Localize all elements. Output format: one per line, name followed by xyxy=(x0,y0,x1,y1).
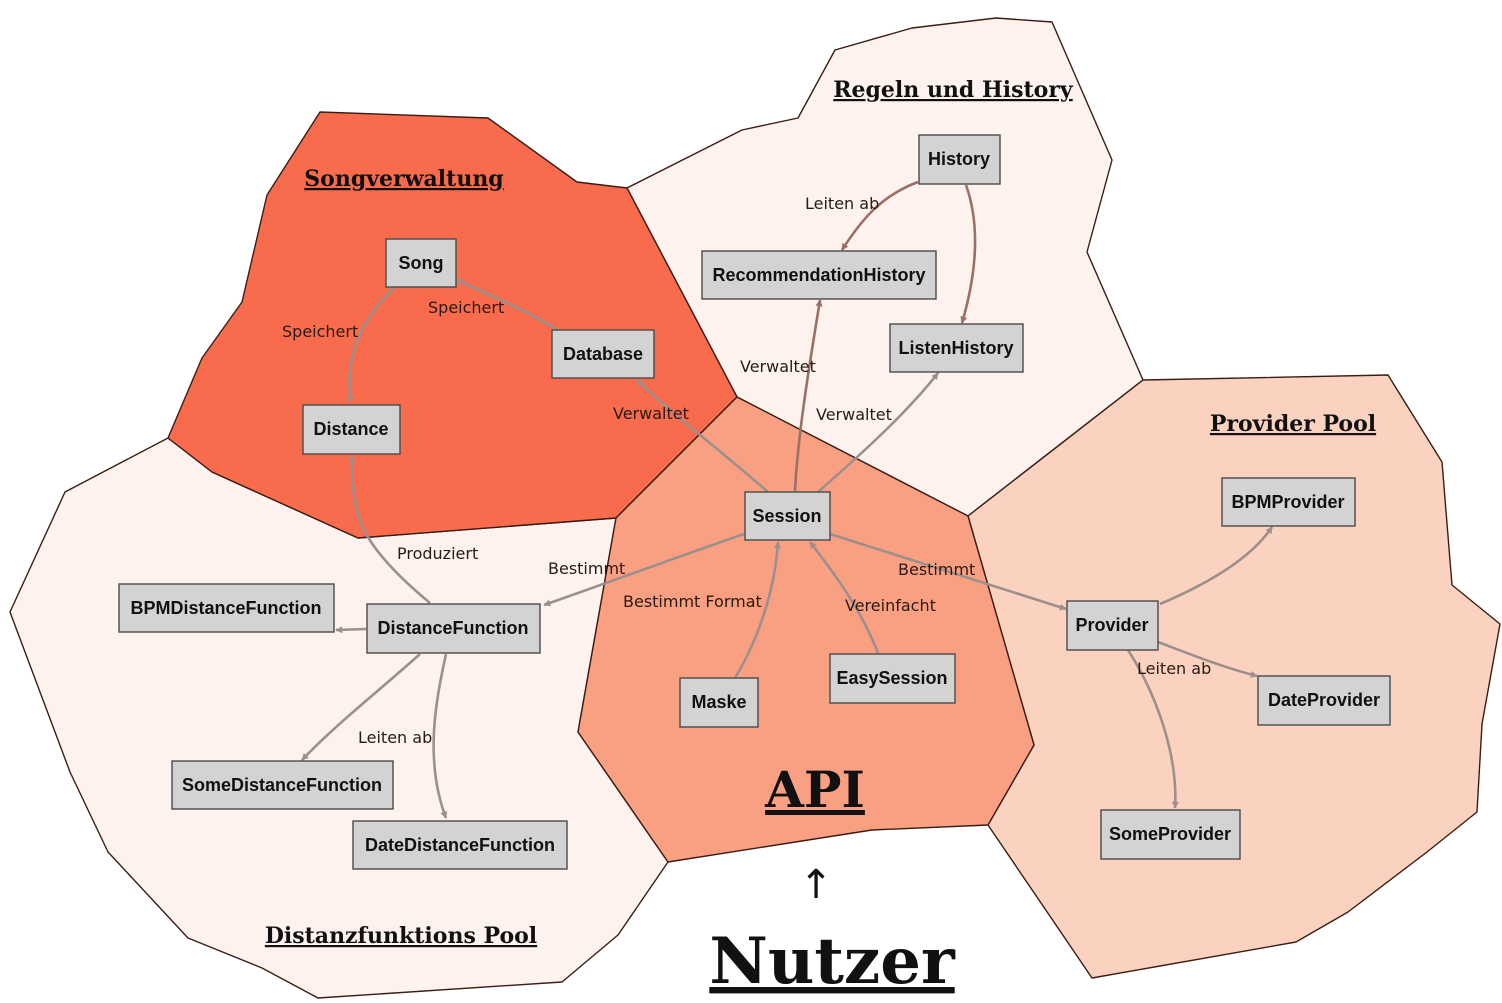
group-title-songverwaltung: Songverwaltung xyxy=(304,166,503,192)
svg-text:DistanceFunction: DistanceFunction xyxy=(377,618,528,638)
node-some-provider[interactable]: SomeProvider xyxy=(1100,809,1241,860)
nutzer-label: Nutzer xyxy=(709,924,956,999)
node-date-provider[interactable]: DateProvider xyxy=(1257,675,1391,726)
edge-session-reco xyxy=(793,299,823,492)
edge-distfn-date xyxy=(432,653,448,819)
node-database[interactable]: Database xyxy=(551,329,655,379)
edge-history-listen xyxy=(960,184,977,324)
svg-text:SomeDistanceFunction: SomeDistanceFunction xyxy=(182,775,382,795)
svg-text:BPMDistanceFunction: BPMDistanceFunction xyxy=(130,598,321,618)
svg-text:DateDistanceFunction: DateDistanceFunction xyxy=(365,835,555,855)
node-date-distance-function[interactable]: DateDistanceFunction xyxy=(352,820,568,870)
svg-text:Distance: Distance xyxy=(313,419,388,439)
edge-easysession-session xyxy=(808,541,880,654)
node-song[interactable]: Song xyxy=(385,238,457,288)
svg-text:Maske: Maske xyxy=(691,692,746,712)
node-recommendation-history[interactable]: RecommendationHistory xyxy=(701,250,937,300)
group-title-api: API xyxy=(764,760,865,819)
node-bpm-distance-function[interactable]: BPMDistanceFunction xyxy=(118,583,335,633)
edge-session-database xyxy=(636,379,769,493)
edge-label-distfn-sub: Leiten ab xyxy=(358,728,432,747)
edge-label-session-listen: Verwaltet xyxy=(816,405,892,424)
edge-session-provider xyxy=(829,532,1067,611)
node-listen-history[interactable]: ListenHistory xyxy=(889,323,1024,373)
edge-session-listen xyxy=(817,372,940,493)
edge-distfn-distance xyxy=(348,455,431,605)
edge-history-reco xyxy=(840,180,919,251)
svg-text:History: History xyxy=(928,149,990,169)
group-title-provider-pool: Provider Pool xyxy=(1210,411,1376,437)
svg-text:EasySession: EasySession xyxy=(836,668,947,688)
svg-text:Database: Database xyxy=(563,344,643,364)
edge-label-provider-sub: Leiten ab xyxy=(1137,659,1211,678)
node-distance-function[interactable]: DistanceFunction xyxy=(366,603,541,654)
node-some-distance-function[interactable]: SomeDistanceFunction xyxy=(171,760,394,810)
group-title-distanzfunktions-pool: Distanzfunktions Pool xyxy=(265,923,537,949)
group-title-regeln-und-history: Regeln und History xyxy=(833,77,1074,103)
edge-label-maske-session: Bestimmt Format xyxy=(623,592,762,611)
region-api xyxy=(577,396,1035,863)
svg-text:Song: Song xyxy=(399,253,444,273)
svg-text:Provider: Provider xyxy=(1075,615,1148,635)
svg-text:SomeProvider: SomeProvider xyxy=(1109,824,1231,844)
edge-label-session-database: Verwaltet xyxy=(613,404,689,423)
edge-label-session-provider: Bestimmt xyxy=(898,560,975,579)
edge-distfn-some xyxy=(301,653,421,761)
svg-text:BPMProvider: BPMProvider xyxy=(1231,492,1344,512)
edge-label-easy-session: Vereinfacht xyxy=(845,596,936,615)
node-session[interactable]: Session xyxy=(744,491,831,541)
node-provider[interactable]: Provider xyxy=(1066,600,1159,651)
edge-maske-session xyxy=(733,541,782,679)
edge-label-history-reco: Leiten ab xyxy=(805,194,879,213)
edge-label-song-distance: Speichert xyxy=(282,322,358,341)
edge-session-distfn xyxy=(543,532,745,607)
edge-provider-bpm xyxy=(1159,526,1274,606)
region-provider-pool xyxy=(967,374,1501,979)
node-easy-session[interactable]: EasySession xyxy=(829,653,956,704)
svg-text:DateProvider: DateProvider xyxy=(1268,690,1380,710)
edge-provider-date xyxy=(1157,640,1258,678)
edge-distfn-bpm xyxy=(335,626,367,634)
node-distance[interactable]: Distance xyxy=(302,404,401,455)
edge-song-distance xyxy=(346,287,395,403)
svg-text:RecommendationHistory: RecommendationHistory xyxy=(712,265,925,285)
svg-text:Session: Session xyxy=(752,506,821,526)
up-arrow-icon: ↑ xyxy=(799,862,833,908)
edge-label-session-reco: Verwaltet xyxy=(740,357,816,376)
edge-label-database-song: Speichert xyxy=(428,298,504,317)
edge-label-distfn-distance: Produziert xyxy=(397,544,478,563)
edge-database-song xyxy=(456,278,559,332)
node-maske[interactable]: Maske xyxy=(679,677,759,728)
edge-provider-some xyxy=(1126,649,1179,809)
svg-text:ListenHistory: ListenHistory xyxy=(898,338,1013,358)
node-history[interactable]: History xyxy=(918,134,1001,185)
node-bpm-provider[interactable]: BPMProvider xyxy=(1221,477,1356,527)
edge-label-session-distfn: Bestimmt xyxy=(548,559,625,578)
